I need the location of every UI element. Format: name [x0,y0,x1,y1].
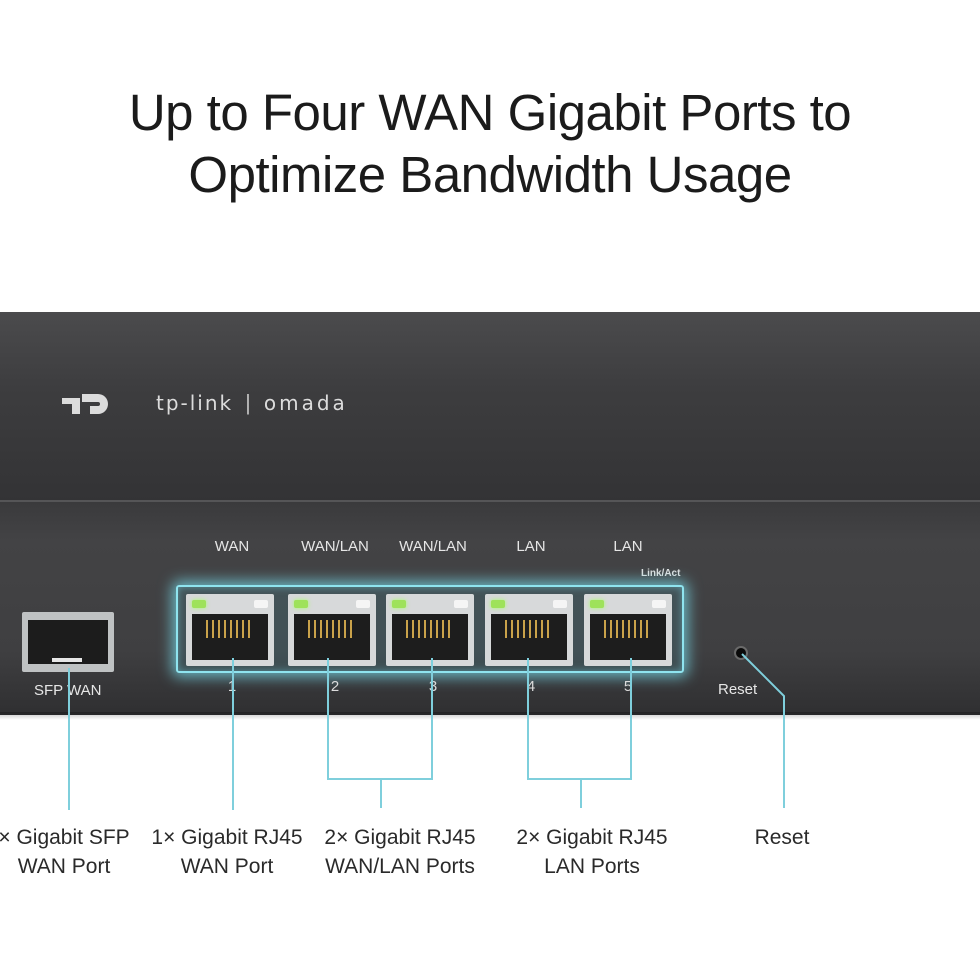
callout-line-port-3 [431,658,433,780]
port-pins [604,620,652,638]
headline: Up to Four WAN Gigabit Ports to Optimize… [0,82,980,206]
act-led [254,600,268,608]
brand-logo: tp-link | omada [58,388,348,418]
link-led [294,600,308,608]
brand-name: tp-link [156,391,234,415]
link-led [392,600,406,608]
callout-wanlan: 2× Gigabit RJ45 WAN/LAN Ports [324,823,475,881]
callout-lan-line-2: LAN Ports [544,855,640,878]
link-led [491,600,505,608]
port-number-2: 2 [330,678,340,695]
rj45-port-4[interactable] [485,594,573,666]
port-pins [505,620,553,638]
callout-reset: Reset [755,823,810,852]
link-led [192,600,206,608]
port-label-1: WAN [214,538,250,555]
port-socket [491,614,567,660]
callout-line-port-5 [630,658,632,780]
rj45-port-3[interactable] [386,594,474,666]
headline-line-2: Optimize Bandwidth Usage [188,146,792,203]
sfp-latch [52,658,82,662]
port-pins [406,620,454,638]
port-label-4: LAN [516,538,546,555]
brand-product: omada [263,391,348,415]
act-led [652,600,666,608]
rj45-port-1[interactable] [186,594,274,666]
router-top-panel [0,312,980,502]
sfp-port[interactable] [22,612,114,672]
callout-wan-line-1: 1× Gigabit RJ45 [151,826,303,849]
callout-lan: 2× Gigabit RJ45 LAN Ports [516,823,667,881]
link-act-label: Link/Act [641,568,681,579]
callout-sfp: × Gigabit SFP WAN Port [0,823,130,881]
port-number-5: 5 [623,678,633,695]
callout-wanlan-line-1: 2× Gigabit RJ45 [324,826,476,849]
callout-reset-line-1: Reset [754,826,810,849]
callout-wan-line-2: WAN Port [180,855,274,878]
rj45-port-5[interactable] [584,594,672,666]
reset-label: Reset [718,681,758,698]
sfp-socket [28,620,108,664]
callout-line-port-2 [327,658,329,780]
tp-link-logo-icon [62,394,108,414]
callout-stem-lan [580,778,582,808]
callout-line-wan [232,658,234,810]
port-socket [590,614,666,660]
callout-stem-wanlan [380,778,382,808]
port-label-5: LAN [613,538,643,555]
link-led [590,600,604,608]
act-led [356,600,370,608]
callout-lan-line-1: 2× Gigabit RJ45 [516,826,668,849]
rj45-port-2[interactable] [288,594,376,666]
port-socket [392,614,468,660]
port-number-4: 4 [526,678,536,695]
brand-separator: | [245,390,252,415]
callout-bracket-lan [527,778,632,780]
callout-line-port-4 [527,658,529,780]
callout-wanlan-line-2: WAN/LAN Ports [325,855,475,878]
port-socket [294,614,370,660]
headline-line-1: Up to Four WAN Gigabit Ports to [128,84,852,141]
callout-wan: 1× Gigabit RJ45 WAN Port [151,823,302,881]
act-led [553,600,567,608]
port-socket [192,614,268,660]
callout-sfp-line-2: WAN Port [17,855,111,878]
callout-line-reset [741,653,785,808]
act-led [454,600,468,608]
router-shadow [0,712,980,720]
sfp-label: SFP WAN [34,682,102,699]
port-label-2: WAN/LAN [301,538,369,555]
callout-sfp-line-1: × Gigabit SFP [0,826,130,849]
callout-line-sfp [68,668,70,810]
port-number-3: 3 [428,678,438,695]
port-pins [308,620,356,638]
port-label-3: WAN/LAN [399,538,467,555]
port-pins [206,620,254,638]
